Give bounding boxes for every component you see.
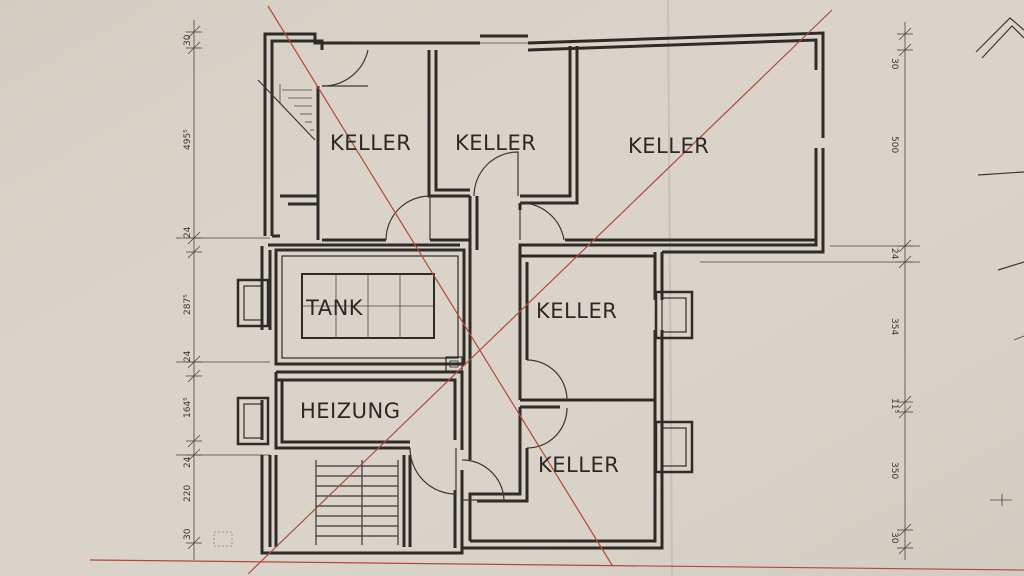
room-label-keller-4: KELLER <box>536 299 617 323</box>
dim-left-6: 164⁵ <box>183 397 193 418</box>
adjacent-drawing-fragment <box>975 17 1024 506</box>
dim-left-4: 287⁵ <box>183 294 193 315</box>
dim-right-7: 30 <box>889 532 899 544</box>
dim-left-3: 24 <box>183 226 193 238</box>
dim-left-5: 24 <box>183 350 193 362</box>
paper-fold-line <box>667 0 673 576</box>
tank-outline <box>301 273 435 339</box>
interior-walls <box>274 46 816 548</box>
dim-right-3: 24 <box>889 248 899 260</box>
outside-stair <box>257 49 369 240</box>
dim-right-2: 500 <box>889 136 899 153</box>
room-label-keller-2: KELLER <box>455 131 536 155</box>
dim-right-1: 30 <box>889 58 899 70</box>
dim-left-8: 220 <box>183 485 193 502</box>
right-dimension-chain: 30 500 24 354 11⁵ 350 30 <box>700 22 920 560</box>
outer-walls <box>260 31 825 555</box>
right-light-wells <box>654 290 694 474</box>
dim-left-1: 30 <box>183 34 193 46</box>
dim-right-5: 11⁵ <box>889 398 899 413</box>
room-label-heizung: HEIZUNG <box>300 399 401 423</box>
dim-right-6: 350 <box>889 462 899 479</box>
dim-left-9: 30 <box>183 528 193 540</box>
interior-stair <box>315 460 399 545</box>
dim-left-7: 24 <box>183 456 193 468</box>
left-dimension-chain: 30 495⁵ 24 287⁵ 24 164⁵ 24 220 30 <box>176 20 270 560</box>
dim-right-4: 354 <box>889 318 899 335</box>
room-label-tank: TANK <box>305 296 364 320</box>
dim-left-2: 495⁵ <box>183 129 193 150</box>
red-cross-out <box>89 5 1024 575</box>
left-light-wells <box>236 278 270 446</box>
room-label-keller-5: KELLER <box>538 453 619 477</box>
room-label-keller-1: KELLER <box>330 131 411 155</box>
room-label-keller-3: KELLER <box>628 134 709 158</box>
door-swings <box>385 151 568 501</box>
